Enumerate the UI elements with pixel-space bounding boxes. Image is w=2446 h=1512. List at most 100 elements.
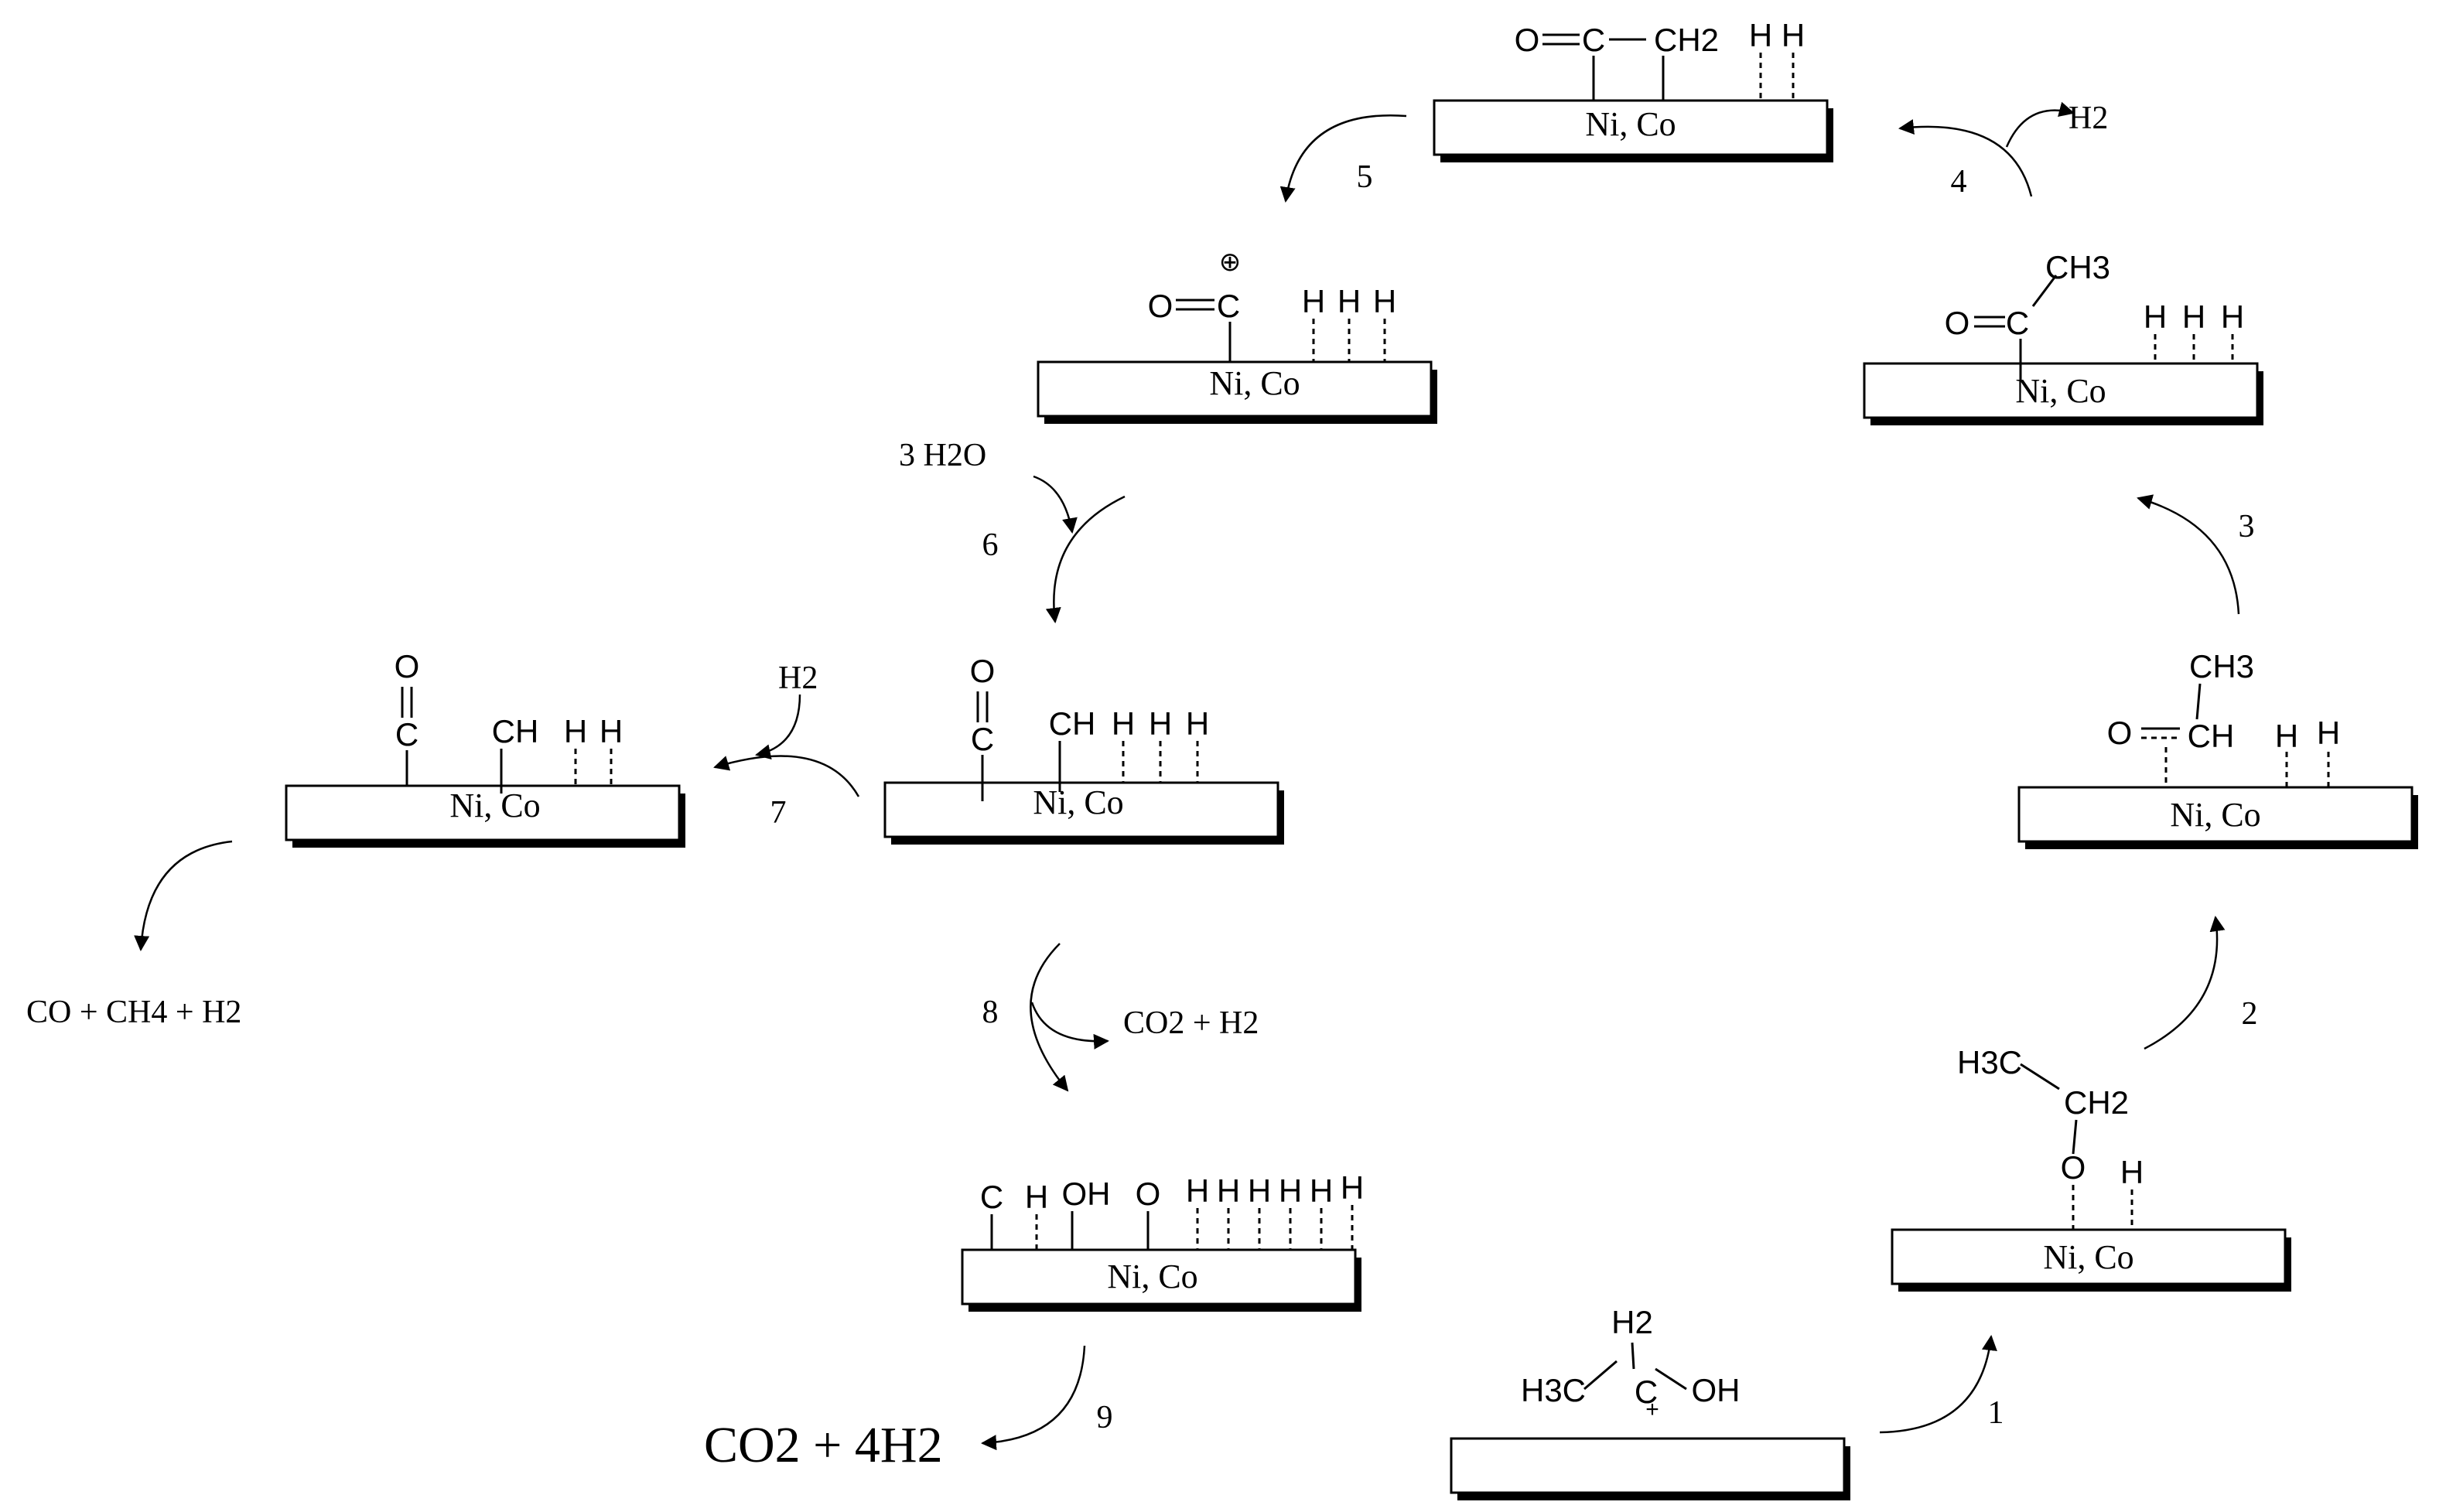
arrow-step-3 [2137, 494, 2240, 615]
species-s6: O C CH H H H [970, 653, 1209, 801]
s6-c-label: C [971, 721, 994, 757]
arrow-step-8 [1030, 943, 1069, 1092]
surface-label: Ni, Co [1033, 783, 1123, 821]
s5-o-label: O [1148, 288, 1173, 324]
surface-slab-s6: Ni, Co [883, 781, 1284, 845]
s7-c-label: C [395, 716, 418, 753]
co2-h2-label: CO2 + H2 [1123, 1005, 1259, 1041]
co-ch4-h2-label: CO + CH4 + H2 [26, 995, 241, 1030]
s8-h-label: H [1186, 1172, 1209, 1209]
arrow-step-1 [1879, 1335, 1997, 1434]
reaction-arrows [134, 101, 2240, 1451]
released-h2-label: H2 [2069, 101, 2108, 136]
species-s7: O C CH H H [395, 648, 623, 794]
s8-h-label: H [1310, 1172, 1333, 1209]
s5-c-label: C [1217, 288, 1240, 324]
step-number-7: 7 [770, 795, 787, 831]
s8-o-label: O [1136, 1176, 1161, 1212]
step-number-3: 3 [2239, 509, 2255, 544]
step-numbers: 1 2 3 4 5 6 7 8 9 [770, 159, 2258, 1435]
reactant-plus-sign: + [1645, 1397, 1659, 1422]
surface-slab-s7: Ni, Co [285, 784, 685, 848]
surface-label: Ni, Co [2170, 796, 2260, 834]
s2-h2-label: H [2317, 715, 2340, 751]
s3-h-label: H [2221, 299, 2244, 335]
s6-o-label: O [970, 653, 996, 689]
s8-h-label: H [1248, 1172, 1271, 1209]
s1-h-label: H [2120, 1154, 2144, 1190]
arrow-step-7-h2-branch [755, 694, 801, 759]
s4-o-label: O [1515, 22, 1540, 58]
reactant-c-label: C [1635, 1374, 1658, 1410]
s3-c-label: C [2006, 305, 2029, 341]
species-s3-acetyl: CH3 O C H H H [1945, 249, 2244, 382]
step-number-4: 4 [1951, 164, 1967, 200]
surface-slab-s5: Ni, Co [1037, 360, 1437, 424]
s2-ch-label: CH [2188, 718, 2235, 754]
s8-h-label: H [1341, 1169, 1364, 1206]
arrow-step-7 [713, 755, 860, 797]
s1-h3c-label: H3C [1957, 1044, 2022, 1080]
step-number-1: 1 [1988, 1395, 2004, 1431]
s8-h-label: H [1279, 1172, 1302, 1209]
surface-label: Ni, Co [449, 787, 540, 824]
s6-h-label: H [1149, 705, 1172, 742]
surface-slab-s4: Ni, Co [1433, 99, 1833, 162]
s2-ch3-label: CH3 [2189, 648, 2254, 684]
surface-label: Ni, Co [1209, 364, 1300, 402]
arrow-step-5 [1279, 114, 1407, 203]
co2-4h2-label: CO2 + 4H2 [704, 1417, 943, 1473]
s7-ch-label: CH [492, 713, 539, 749]
surface-slab-s8: Ni, Co [961, 1248, 1361, 1312]
arrow-step-2 [2144, 916, 2226, 1050]
s3-o-label: O [1945, 305, 1970, 341]
arrow-step-8-co2-branch [1030, 1002, 1109, 1050]
arrow-step-7-products [134, 840, 233, 951]
s5-h-label: H [1337, 283, 1361, 319]
reactant-h2-label: H2 [1611, 1304, 1653, 1340]
s2-o-label: O [2107, 715, 2133, 751]
s4-ch2-label: CH2 [1654, 22, 1719, 58]
s5-h-label: H [1373, 283, 1396, 319]
s4-h-label: H [1749, 17, 1772, 53]
s5-h-label: H [1302, 283, 1325, 319]
arrow-step-4 [1898, 119, 2033, 197]
species-s5: ⊕ O C H H H [1148, 247, 1396, 362]
surface-label: Ni, Co [1107, 1258, 1197, 1295]
reactant-h3c-label: H3C [1521, 1372, 1586, 1408]
free-species: H2 3 H2O H2 CO2 + H2 CO + CH4 + H2 CO2 +… [26, 101, 2108, 1473]
s6-h-label: H [1112, 705, 1135, 742]
s3-h-label: H [2182, 299, 2205, 335]
s7-o-label: O [395, 648, 420, 684]
species-s4: O C CH2 H H [1515, 17, 1805, 101]
s2-h1-label: H [2275, 718, 2298, 754]
surface-slab-s1: Ni, Co [1891, 1228, 2291, 1292]
arrow-step-6-water-branch [1033, 475, 1078, 534]
reactant-ethanol: H2 C H3C OH + [1521, 1304, 1741, 1422]
s8-h-label: H [1217, 1172, 1240, 1209]
s3-ch3-label: CH3 [2045, 249, 2110, 285]
consumed-h2-label: H2 [778, 660, 818, 696]
step-number-2: 2 [2242, 996, 2258, 1032]
species-s2: CH3 O CH H H [2107, 648, 2340, 787]
species-s1-ethoxy: H3C CH2 O H [1957, 1044, 2144, 1230]
s1-o-label: O [2061, 1149, 2086, 1186]
surface-slab-s3: Ni, Co [1863, 362, 2263, 425]
surface-label: Ni, Co [1585, 105, 1676, 143]
arrow-step-9 [981, 1345, 1086, 1451]
step-number-8: 8 [982, 995, 999, 1030]
s8-oh-label: OH [1062, 1176, 1111, 1212]
arrow-step-6 [1045, 495, 1126, 623]
s7-h-label: H [564, 713, 587, 749]
s4-c-label: C [1582, 22, 1605, 58]
step-number-5: 5 [1357, 159, 1373, 195]
s6-h-label: H [1186, 705, 1209, 742]
s1-ch2-label: CH2 [2064, 1084, 2129, 1121]
arrow-step-4-h2-branch [2005, 101, 2075, 148]
s3-h-label: H [2144, 299, 2167, 335]
step-number-6: 6 [982, 527, 999, 563]
surface-slab-s2: Ni, Co [2017, 786, 2418, 849]
s8-h-label: H [1025, 1179, 1048, 1215]
s8-c-label: C [980, 1179, 1003, 1215]
